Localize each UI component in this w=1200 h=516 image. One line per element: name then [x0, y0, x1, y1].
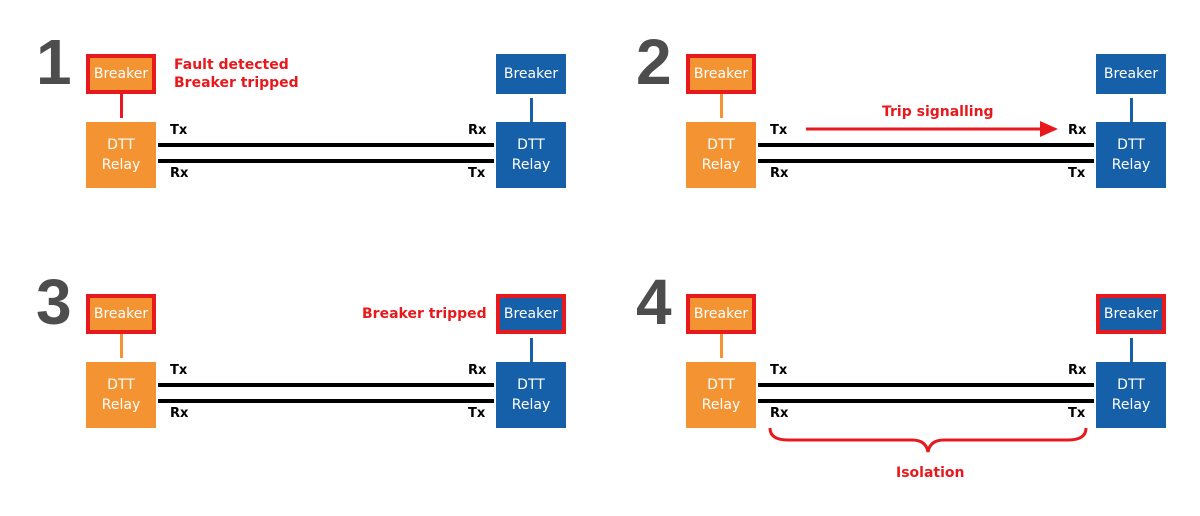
local-breaker: Breaker: [86, 54, 156, 94]
local-breaker-connector: [720, 94, 723, 118]
remote-dtt-relay: DTT Relay: [496, 362, 566, 428]
step-number: 2: [636, 26, 672, 98]
remote-rx-label: Rx: [468, 123, 487, 138]
local-breaker: Breaker: [686, 294, 756, 334]
remote-breaker-connector: [1130, 338, 1133, 362]
local-rx-label: Rx: [170, 166, 189, 181]
fault-annotation-line-1: Fault detected: [174, 57, 289, 73]
rx-tx-line-bottom: [158, 159, 494, 163]
trip-signalling-label: Trip signalling: [882, 104, 994, 120]
local-dtt-relay: DTT Relay: [86, 122, 156, 188]
local-rx-label: Rx: [770, 166, 789, 181]
remote-breaker-connector: [530, 98, 533, 122]
local-rx-label: Rx: [770, 406, 789, 421]
remote-breaker: Breaker: [1096, 294, 1166, 334]
remote-rx-label: Rx: [1068, 363, 1087, 378]
panel-step-2: 2 Breaker DTT Relay Trip signalling Tx R…: [636, 30, 1196, 270]
local-rx-label: Rx: [170, 406, 189, 421]
local-tx-label: Tx: [170, 363, 188, 378]
step-number: 1: [36, 26, 72, 98]
isolation-label: Isolation: [896, 465, 965, 481]
rx-tx-line-bottom: [758, 159, 1094, 163]
local-breaker-connector: [720, 334, 723, 358]
step-number: 3: [36, 266, 72, 338]
remote-breaker: Breaker: [496, 54, 566, 94]
rx-tx-line-bottom: [758, 399, 1094, 403]
remote-rx-label: Rx: [468, 363, 487, 378]
remote-breaker-connector: [1130, 98, 1133, 122]
local-dtt-relay: DTT Relay: [686, 362, 756, 428]
tx-rx-line-top: [758, 143, 1094, 147]
remote-tx-label: Tx: [1068, 166, 1086, 181]
tx-rx-line-top: [158, 143, 494, 147]
remote-rx-label: Rx: [1068, 123, 1087, 138]
remote-dtt-relay: DTT Relay: [1096, 362, 1166, 428]
local-breaker-connector: [120, 94, 123, 118]
trip-signal-arrow: [806, 121, 1058, 137]
isolation-brace: [768, 427, 1088, 453]
local-tx-label: Tx: [170, 123, 188, 138]
tx-rx-line-top: [758, 383, 1094, 387]
panel-step-3: 3 Breaker DTT Relay Breaker tripped Tx R…: [36, 270, 596, 510]
remote-dtt-relay: DTT Relay: [496, 122, 566, 188]
remote-breaker-tripped-annotation: Breaker tripped: [362, 306, 487, 322]
fault-annotation-line-2: Breaker tripped: [174, 75, 299, 91]
local-tx-label: Tx: [770, 123, 788, 138]
remote-dtt-relay: DTT Relay: [1096, 122, 1166, 188]
remote-breaker: Breaker: [496, 294, 566, 334]
remote-tx-label: Tx: [468, 166, 486, 181]
local-breaker: Breaker: [86, 294, 156, 334]
local-tx-label: Tx: [770, 363, 788, 378]
rx-tx-line-bottom: [158, 399, 494, 403]
panel-step-1: 1 Breaker DTT Relay Fault detected Break…: [36, 30, 596, 270]
local-breaker-connector: [120, 334, 123, 358]
remote-tx-label: Tx: [1068, 406, 1086, 421]
local-breaker: Breaker: [686, 54, 756, 94]
remote-breaker-connector: [530, 338, 533, 362]
panel-step-4: 4 Breaker DTT Relay Tx Rx Rx Tx Breaker …: [636, 270, 1196, 510]
remote-breaker: Breaker: [1096, 54, 1166, 94]
fault-annotation: Fault detected Breaker tripped: [174, 56, 299, 92]
step-number: 4: [636, 266, 672, 338]
remote-tx-label: Tx: [468, 406, 486, 421]
local-dtt-relay: DTT Relay: [86, 362, 156, 428]
tx-rx-line-top: [158, 383, 494, 387]
local-dtt-relay: DTT Relay: [686, 122, 756, 188]
